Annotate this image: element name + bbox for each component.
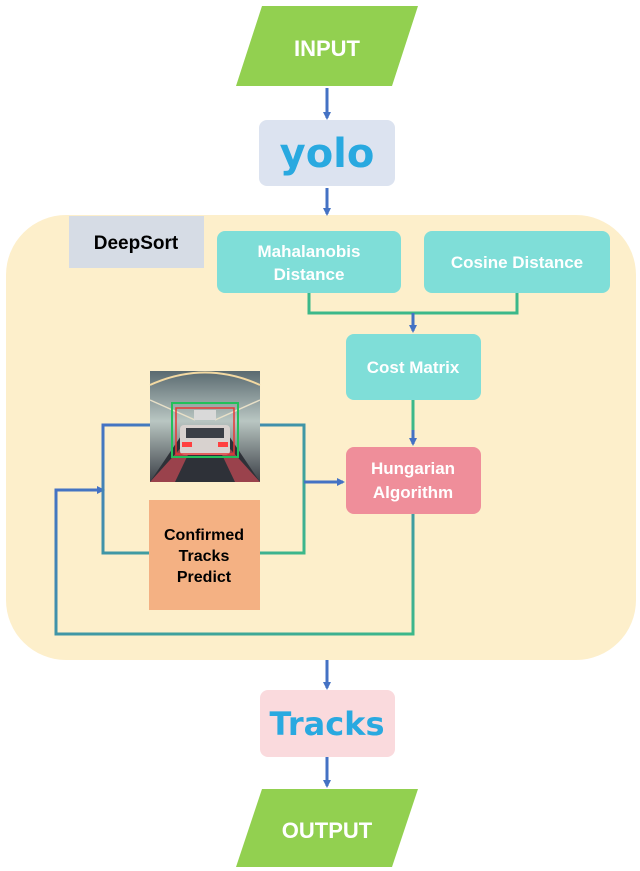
cost-matrix-label: Cost Matrix bbox=[367, 358, 460, 377]
input-label: INPUT bbox=[294, 36, 361, 61]
mahalanobis-label-line1: Mahalanobis bbox=[258, 242, 361, 261]
cosine-distance-node: Cosine Distance bbox=[424, 231, 610, 293]
hungarian-algorithm-node: Hungarian Algorithm bbox=[346, 447, 481, 514]
confirmed-tracks-predict-node: Confirmed Tracks Predict bbox=[149, 500, 260, 610]
feedback-loop-line bbox=[54, 488, 415, 636]
confirmed-label-line2: Tracks bbox=[179, 548, 230, 565]
cost-matrix-node: Cost Matrix bbox=[346, 334, 481, 400]
yolo-node: yolo bbox=[259, 120, 395, 186]
hungarian-label-line2: Algorithm bbox=[373, 483, 453, 502]
tracks-node: Tracks bbox=[260, 690, 395, 757]
deepsort-title: DeepSort bbox=[94, 233, 179, 254]
tracks-label: Tracks bbox=[270, 705, 385, 743]
car-in-tunnel-thumbnail-icon bbox=[149, 371, 261, 482]
input-node: INPUT bbox=[236, 6, 418, 86]
cosine-label: Cosine Distance bbox=[451, 253, 583, 272]
confirmed-label-line3: Predict bbox=[177, 569, 232, 586]
confirmed-label-line1: Confirmed bbox=[164, 527, 244, 544]
hungarian-label-line1: Hungarian bbox=[371, 459, 455, 478]
deepsort-title-tag: DeepSort bbox=[69, 216, 204, 268]
mahalanobis-distance-node: Mahalanobis Distance bbox=[217, 231, 401, 293]
mahalanobis-label-line2: Distance bbox=[274, 265, 345, 284]
yolo-label: yolo bbox=[280, 131, 375, 177]
output-node: OUTPUT bbox=[236, 789, 418, 867]
output-label: OUTPUT bbox=[282, 818, 373, 843]
